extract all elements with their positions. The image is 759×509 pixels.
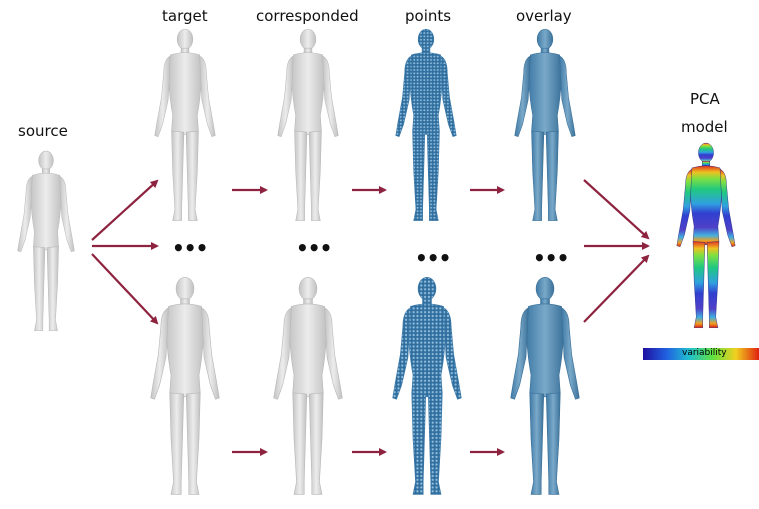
arrow-source-bottom xyxy=(92,254,157,323)
variability-label: variability xyxy=(682,349,727,358)
corresponded-body-bottom xyxy=(274,277,343,494)
arrow-source-top xyxy=(92,181,157,240)
arrow-to-pca-top xyxy=(584,180,648,238)
points-body-top xyxy=(396,29,456,221)
source-body xyxy=(18,151,75,331)
target-body-top xyxy=(155,29,215,221)
target-body-bottom xyxy=(151,277,220,494)
points-body-bottom xyxy=(393,277,462,494)
overlay-body-bottom xyxy=(511,277,580,494)
corresponded-body-top xyxy=(278,29,338,221)
pca-model-body xyxy=(677,143,735,328)
overlay-body-top xyxy=(515,29,575,221)
arrow-to-pca-bottom xyxy=(584,256,648,322)
